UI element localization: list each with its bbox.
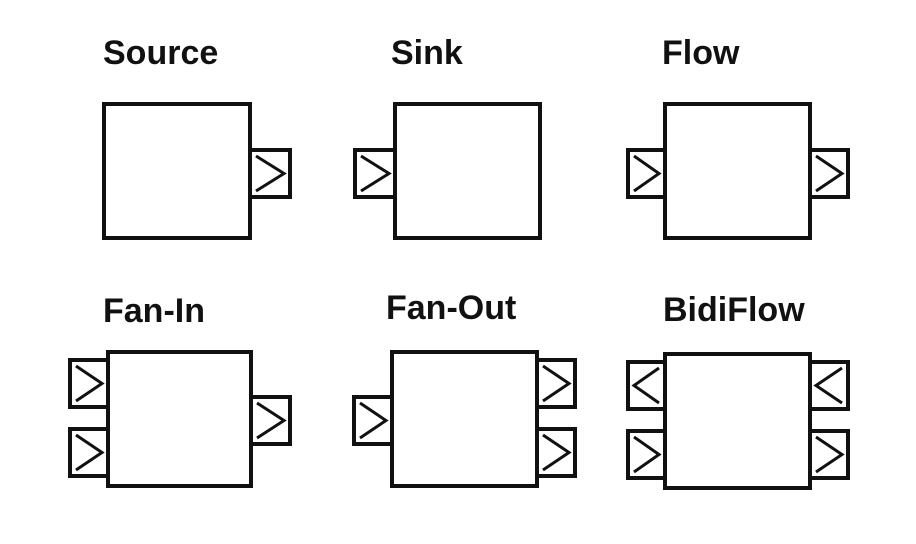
port-arrow-icon	[542, 364, 572, 403]
sink-inlet-port	[353, 148, 397, 199]
port-arrow-icon	[75, 364, 105, 403]
port-arrow-icon	[360, 154, 392, 193]
port-arrow-icon	[75, 433, 105, 472]
port-arrow-icon	[633, 435, 662, 474]
port-arrow-icon	[813, 366, 843, 405]
port-arrow-icon	[256, 401, 287, 440]
bidiflow-right-bottom-port	[808, 429, 850, 480]
shape-fan-out	[352, 350, 577, 488]
flow-box	[663, 102, 812, 240]
shape-source	[102, 102, 292, 240]
source-outlet-port	[248, 148, 292, 199]
label-fan-out: Fan-Out	[386, 289, 517, 327]
fan-out-inlet-port	[352, 395, 394, 446]
port-arrow-icon	[815, 154, 845, 193]
label-flow: Flow	[662, 34, 740, 72]
bidiflow-box	[663, 352, 812, 490]
bidiflow-right-top-port	[808, 360, 850, 411]
port-arrow-icon	[631, 366, 660, 405]
port-arrow-icon	[542, 433, 572, 472]
shape-flow	[626, 102, 850, 240]
port-arrow-icon	[359, 401, 389, 440]
port-arrow-icon	[815, 435, 845, 474]
label-fan-in: Fan-In	[103, 292, 205, 330]
port-arrow-icon	[633, 154, 662, 193]
fan-out-outlet-port-2	[535, 427, 577, 478]
fan-out-outlet-port-1	[535, 358, 577, 409]
bidiflow-left-bottom-port	[626, 429, 667, 480]
label-sink: Sink	[391, 34, 463, 72]
bidiflow-left-top-port	[626, 360, 667, 411]
label-bidiflow: BidiFlow	[663, 291, 805, 329]
flow-inlet-port	[626, 148, 667, 199]
fan-out-box	[390, 350, 539, 488]
port-arrow-icon	[255, 154, 287, 193]
flow-outlet-port	[808, 148, 850, 199]
source-box	[102, 102, 252, 240]
fan-in-inlet-port-1	[68, 358, 110, 409]
fan-in-outlet-port	[249, 395, 292, 446]
fan-in-box	[106, 350, 253, 488]
fan-in-inlet-port-2	[68, 427, 110, 478]
shape-bidiflow	[626, 352, 850, 490]
shape-sink	[353, 102, 542, 240]
label-source: Source	[103, 34, 219, 72]
sink-box	[393, 102, 542, 240]
shape-fan-in	[68, 350, 292, 488]
